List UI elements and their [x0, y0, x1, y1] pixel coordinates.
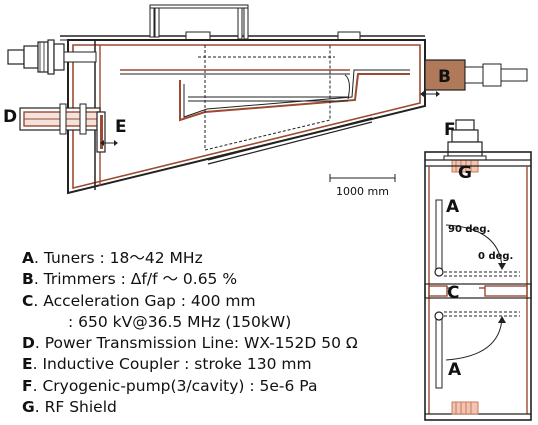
label-tuner-lower: A	[448, 360, 462, 380]
legend-item-trimmers: B. Trimmers : Δf/f 〜 0.65 %	[22, 269, 358, 290]
label-coupler: E	[115, 117, 127, 137]
legend-text: . Tuners : 18〜42 MHz	[34, 249, 203, 267]
label-tuner-upper: A	[446, 197, 460, 217]
legend-text: . Cryogenic-pump(3/cavity) : 5e-6 Pa	[32, 376, 318, 395]
legend-item-cryopump: F. Cryogenic-pump(3/cavity) : 5e-6 Pa	[22, 376, 358, 397]
label-power-line: D	[3, 107, 17, 127]
legend-item-power-line: D. Power Transmission Line: WX-152D 50 Ω	[22, 333, 358, 354]
legend-item-coupler: E. Inductive Coupler : stroke 130 mm	[22, 354, 358, 375]
legend-text: . Trimmers : Δf/f 〜 0.65 %	[33, 270, 238, 289]
trimmer-block	[420, 59, 528, 97]
legend-item-rf-shield: G. RF Shield	[22, 397, 358, 418]
scale-label: 1000 mm	[336, 185, 389, 198]
label-trimmer: B	[438, 67, 451, 87]
scale-bar	[329, 174, 396, 182]
label-angle-0: 0 deg.	[478, 251, 513, 262]
legend-key: E	[22, 355, 33, 374]
cavity-side-view	[60, 4, 426, 195]
legend-text: . Acceleration Gap : 400 mm	[33, 291, 256, 310]
label-rf-shield: G	[458, 163, 472, 183]
legend-key: A	[22, 249, 34, 267]
legend-item-gap: C. Acceleration Gap : 400 mm	[22, 291, 358, 312]
legend-key: G	[22, 398, 35, 417]
legend-key: B	[22, 270, 34, 289]
legend-text: . RF Shield	[34, 398, 117, 417]
legend-key: F	[22, 376, 33, 395]
cavity-front-view	[424, 119, 532, 421]
legend-item-gap-power: : 650 kV@36.5 MHz (150kW)	[22, 312, 358, 333]
legend: A. Tuners : 18〜42 MHz B. Trimmers : Δf/f…	[22, 248, 358, 418]
legend-item-tuners: A. Tuners : 18〜42 MHz	[22, 248, 358, 269]
legend-text: . Power Transmission Line: WX-152D 50 Ω	[34, 334, 358, 353]
legend-text: . Inductive Coupler : stroke 130 mm	[32, 355, 312, 374]
label-cryopump: F	[444, 120, 456, 140]
legend-text: : 650 kV@36.5 MHz (150kW)	[68, 312, 292, 331]
power-transmission-line	[19, 103, 118, 153]
tuner-drive-assembly	[7, 39, 97, 75]
label-angle-90: 90 deg.	[448, 224, 490, 235]
label-gap: C	[447, 283, 459, 303]
legend-key: D	[22, 334, 35, 353]
legend-key: C	[22, 291, 34, 310]
